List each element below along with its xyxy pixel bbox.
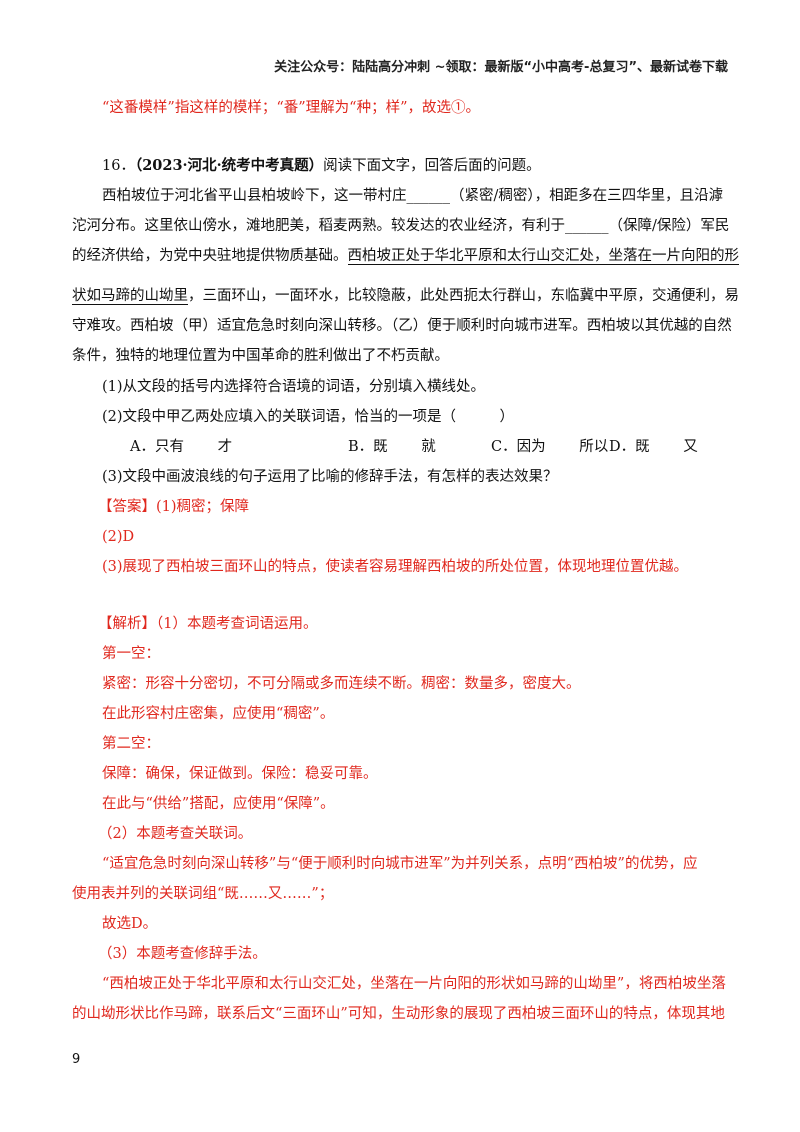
passage-line: 守难攻。西柏坡（甲）适宜危急时刻向深山转移。（乙）便于顺利时向城市进军。西柏坡以… xyxy=(72,318,732,334)
passage-line: 沱河分布。这里依山傍水，滩地肥美，稻麦两熟。较发达的农业经济，有利于______… xyxy=(72,218,730,234)
previous-answer: “这番模样”指这样的模样；“番”理解为“种；样”，故选①。 xyxy=(102,100,480,116)
analysis-line: 的山坳形状比作马蹄，联系后文“三面环山”可知，生动形象的展现了西柏坡三面环山的特… xyxy=(72,1006,725,1022)
page-number: 9 xyxy=(72,1052,81,1067)
sub-question-3: (3)文段中画波浪线的句子运用了比喻的修辞手法，有怎样的表达效果？ xyxy=(102,469,558,485)
analysis-label: 【解析】 xyxy=(98,616,156,632)
question-intro: 阅读下面文字，回答后面的问题。 xyxy=(323,158,541,174)
passage-line: 条件，独特的地理位置为中国革命的胜利做出了不朽贡献。 xyxy=(72,348,449,364)
analysis-line: 在此与“供给”搭配，应使用“保障”。 xyxy=(102,796,335,812)
analysis-line: 在此形容村庄密集，应使用“稠密”。 xyxy=(102,706,335,722)
page-header: 关注公众号：陆陆高分冲刺 ~领取：最新版“小中高考-总复习”、最新试卷下载 xyxy=(274,60,728,75)
option-d: D．既 又 xyxy=(609,439,698,455)
analysis-line: （2）本题考查关联词。 xyxy=(98,826,253,842)
analysis-line: 保障：确保，保证做到。保险：稳妥可靠。 xyxy=(102,766,378,782)
option-a: A．只有 才 xyxy=(130,439,233,455)
passage-line: 状如马蹄的山坳里，三面环山，一面环水，比较隐蔽，此处西扼太行群山，东临冀中平原，… xyxy=(72,288,739,305)
question-heading: 16．（2023·河北·统考中考真题）阅读下面文字，回答后面的问题。 xyxy=(102,156,728,176)
passage-line: 西柏坡位于河北省平山县柏坡岭下，这一带村庄______（紧密/稠密），相距多在三… xyxy=(102,188,724,204)
sub-question-2: (2)文段中甲乙两处应填入的关联词语，恰当的一项是（ ） xyxy=(102,409,515,425)
analysis-line: 故选D。 xyxy=(102,916,158,932)
analysis-line: 紧密：形容十分密切，不可分隔或多而连续不断。稠密：数量多，密度大。 xyxy=(102,676,581,692)
answer-options: A．只有 才 B．既 就 C．因为 所以D．既 又 xyxy=(130,437,728,457)
answer-block-first: 【答案】(1)稠密；保障 xyxy=(98,497,728,517)
analysis-line: 第一空： xyxy=(102,646,160,662)
analysis-line: 使用表并列的关联词组“既……又……”； xyxy=(72,886,334,902)
wavy-underlined-sentence: 状如马蹄的山坳里 xyxy=(72,288,188,305)
analysis-line: “适宜危急时刻向深山转移”与“便于顺利时向城市进军”为并列关系，点明“西柏坡”的… xyxy=(102,856,698,872)
analysis-line: 第二空： xyxy=(102,736,160,752)
option-c: C．因为 所以 xyxy=(491,439,609,455)
question-source: （2023·河北·统考中考真题） xyxy=(134,157,324,174)
answer-1: (1)稠密；保障 xyxy=(156,499,250,515)
answer-label: 【答案】 xyxy=(98,499,156,515)
sub-question-1: (1)从文段的括号内选择符合语境的词语，分别填入横线处。 xyxy=(102,379,486,395)
question-number: 16． xyxy=(102,158,135,174)
analysis-first-line: 【解析】（1）本题考查词语运用。 xyxy=(98,616,318,632)
analysis-line: （3）本题考查修辞手法。 xyxy=(98,946,267,962)
option-b: B．既 就 xyxy=(348,439,436,455)
answer-2: (2)D xyxy=(102,529,135,545)
answer-3: (3)展现了西柏坡三面环山的特点，使读者容易理解西柏坡的所处位置，体现地理位置优… xyxy=(102,559,689,575)
passage-line: 的经济供给，为党中央驻地提供物质基础。西柏坡正处于华北平原和太行山交汇处，坐落在… xyxy=(72,248,739,265)
wavy-underlined-sentence: 西柏坡正处于华北平原和太行山交汇处，坐落在一片向阳的形 xyxy=(347,248,739,265)
analysis-line: “西柏坡正处于华北平原和太行山交汇处，坐落在一片向阳的形状如马蹄的山坳里”，将西… xyxy=(102,976,726,992)
